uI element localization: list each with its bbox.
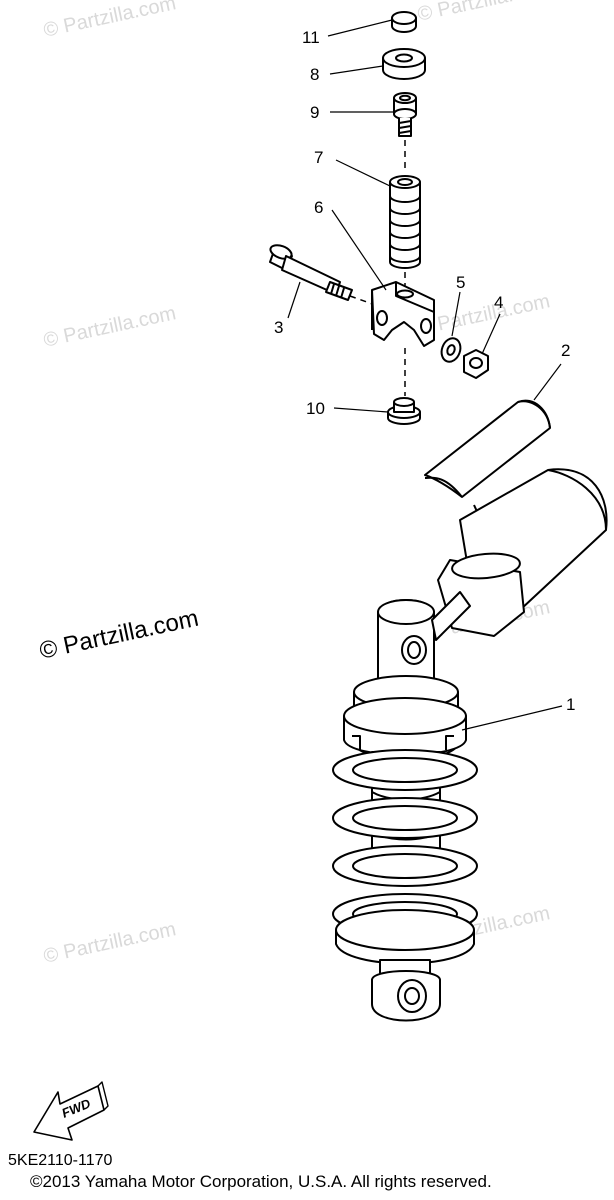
callout-1: 1 xyxy=(566,695,575,714)
part-2-reservoir xyxy=(424,399,551,498)
part-9-bolt xyxy=(393,92,417,137)
callout-9: 9 xyxy=(310,103,319,122)
callout-10: 10 xyxy=(306,399,325,418)
callout-7: 7 xyxy=(314,148,323,167)
callout-8: 8 xyxy=(310,65,319,84)
callout-3: 3 xyxy=(274,318,283,337)
leader-lines xyxy=(287,19,563,731)
copyright-notice: ©2013 Yamaha Motor Corporation, U.S.A. A… xyxy=(30,1172,492,1191)
part-3-bolt xyxy=(269,244,353,301)
part-4-nut xyxy=(463,349,489,379)
callout-6: 6 xyxy=(314,198,323,217)
callout-5: 5 xyxy=(456,273,465,292)
part-6-bracket xyxy=(371,281,435,347)
callout-2: 2 xyxy=(561,341,570,360)
callout-4: 4 xyxy=(494,293,503,312)
part-7-bump-stop xyxy=(389,175,421,269)
diagram-code: 5KE2110-1170 xyxy=(8,1152,113,1169)
fwd-arrow-icon: FWD xyxy=(33,1081,109,1141)
part-8-collar xyxy=(382,48,426,80)
part-5-washer xyxy=(440,337,462,363)
part-10-collar xyxy=(387,397,421,425)
part-11-cap xyxy=(391,11,417,33)
callout-11: 11 xyxy=(302,28,320,47)
part-1-shock-absorber xyxy=(332,591,478,1022)
